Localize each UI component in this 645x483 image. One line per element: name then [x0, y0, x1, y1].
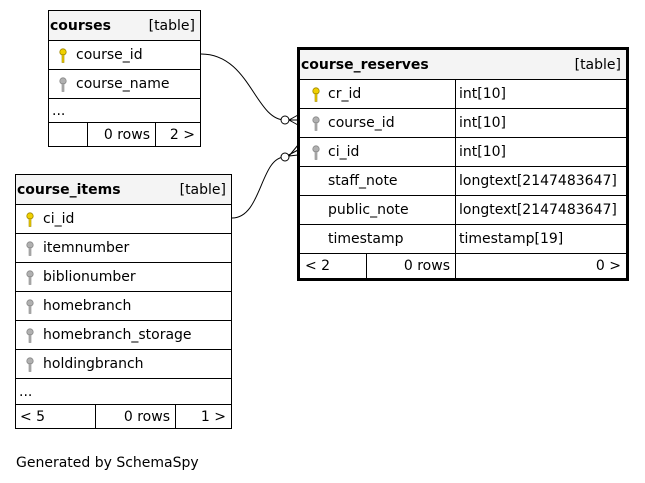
column-name: ci_id [328, 144, 360, 160]
column-name: itemnumber [43, 240, 130, 256]
column-type: int[10] [455, 80, 626, 108]
table-row[interactable]: staff_note longtext[2147483647] [300, 166, 626, 195]
column-name: course_id [76, 47, 143, 63]
more-columns: ... [49, 98, 200, 122]
ellipsis: ... [52, 102, 66, 119]
table-row[interactable]: timestamp timestamp[19] [300, 224, 626, 253]
more-columns: ... [16, 378, 231, 404]
table-course-items[interactable]: course_items [table] ci_id itemnumber bi… [15, 174, 232, 429]
table-footer: 0 rows 2 > [49, 122, 200, 146]
table-name: courses [50, 17, 111, 34]
table-footer: < 2 0 rows 0 > [300, 253, 626, 278]
table-name: course_reserves [301, 56, 429, 73]
column-name: ci_id [43, 211, 75, 227]
table-row[interactable]: cr_id int[10] [300, 79, 626, 108]
column-name: course_name [76, 76, 170, 92]
column-key-icon [312, 116, 320, 131]
table-header: course_items [table] [16, 175, 231, 204]
parents-count[interactable]: < 2 [305, 258, 331, 274]
column-key-icon [26, 357, 34, 372]
table-kind: [table] [179, 181, 226, 198]
table-footer: < 5 0 rows 1 > [16, 404, 231, 428]
table-row[interactable]: course_id [49, 40, 200, 69]
table-row[interactable]: itemnumber [16, 233, 231, 262]
table-row[interactable]: course_name [49, 69, 200, 98]
column-name: staff_note [328, 173, 398, 189]
children-count[interactable]: 0 > [455, 254, 626, 278]
table-header: course_reserves [table] [300, 50, 626, 79]
column-name: biblionumber [43, 269, 136, 285]
column-key-icon [26, 241, 34, 256]
column-type: int[10] [455, 138, 626, 166]
column-name: public_note [328, 202, 409, 218]
row-count: 0 rows [366, 254, 455, 278]
column-type: longtext[2147483647] [455, 167, 626, 195]
primary-key-icon [59, 48, 67, 63]
edge-courses-course-reserves [200, 53, 298, 121]
table-row[interactable]: homebranch_storage [16, 320, 231, 349]
column-name: homebranch_storage [43, 327, 192, 343]
table-row[interactable]: homebranch [16, 291, 231, 320]
table-name: course_items [17, 181, 121, 198]
primary-key-icon [312, 87, 320, 102]
edge-end-circle-ci-id [280, 152, 290, 162]
table-courses[interactable]: courses [table] course_id course_name ..… [48, 10, 201, 147]
column-name: cr_id [328, 86, 362, 102]
column-key-icon [26, 270, 34, 285]
column-name: course_id [328, 115, 395, 131]
children-count[interactable]: 2 > [155, 123, 200, 146]
column-name: homebranch [43, 298, 132, 314]
children-count[interactable]: 1 > [175, 405, 231, 428]
column-type: longtext[2147483647] [455, 196, 626, 224]
table-row[interactable]: holdingbranch [16, 349, 231, 378]
column-key-icon [59, 77, 67, 92]
column-name: holdingbranch [43, 356, 144, 372]
edge-crowfoot-course-id [288, 114, 299, 126]
ellipsis: ... [19, 383, 33, 400]
column-type: timestamp[19] [455, 225, 626, 253]
primary-key-icon [26, 212, 34, 227]
generated-by-label: Generated by SchemaSpy [16, 455, 199, 471]
table-course-reserves[interactable]: course_reserves [table] cr_id int[10] co… [297, 47, 629, 281]
table-kind: [table] [574, 56, 621, 73]
column-key-icon [26, 299, 34, 314]
table-header: courses [table] [49, 11, 200, 40]
row-count: 0 rows [95, 405, 175, 428]
column-type: int[10] [455, 109, 626, 137]
table-row[interactable]: ci_id int[10] [300, 137, 626, 166]
table-row[interactable]: course_id int[10] [300, 108, 626, 137]
column-key-icon [26, 328, 34, 343]
edge-crowfoot-ci-id [288, 144, 299, 157]
table-kind: [table] [148, 17, 195, 34]
row-count: 0 rows [87, 123, 155, 146]
parents-count[interactable]: < 5 [20, 408, 46, 425]
table-row[interactable]: ci_id [16, 204, 231, 233]
column-name: timestamp [328, 231, 404, 247]
column-key-icon [312, 145, 320, 160]
edge-end-circle-course-id [280, 115, 290, 125]
table-row[interactable]: biblionumber [16, 262, 231, 291]
table-row[interactable]: public_note longtext[2147483647] [300, 195, 626, 224]
